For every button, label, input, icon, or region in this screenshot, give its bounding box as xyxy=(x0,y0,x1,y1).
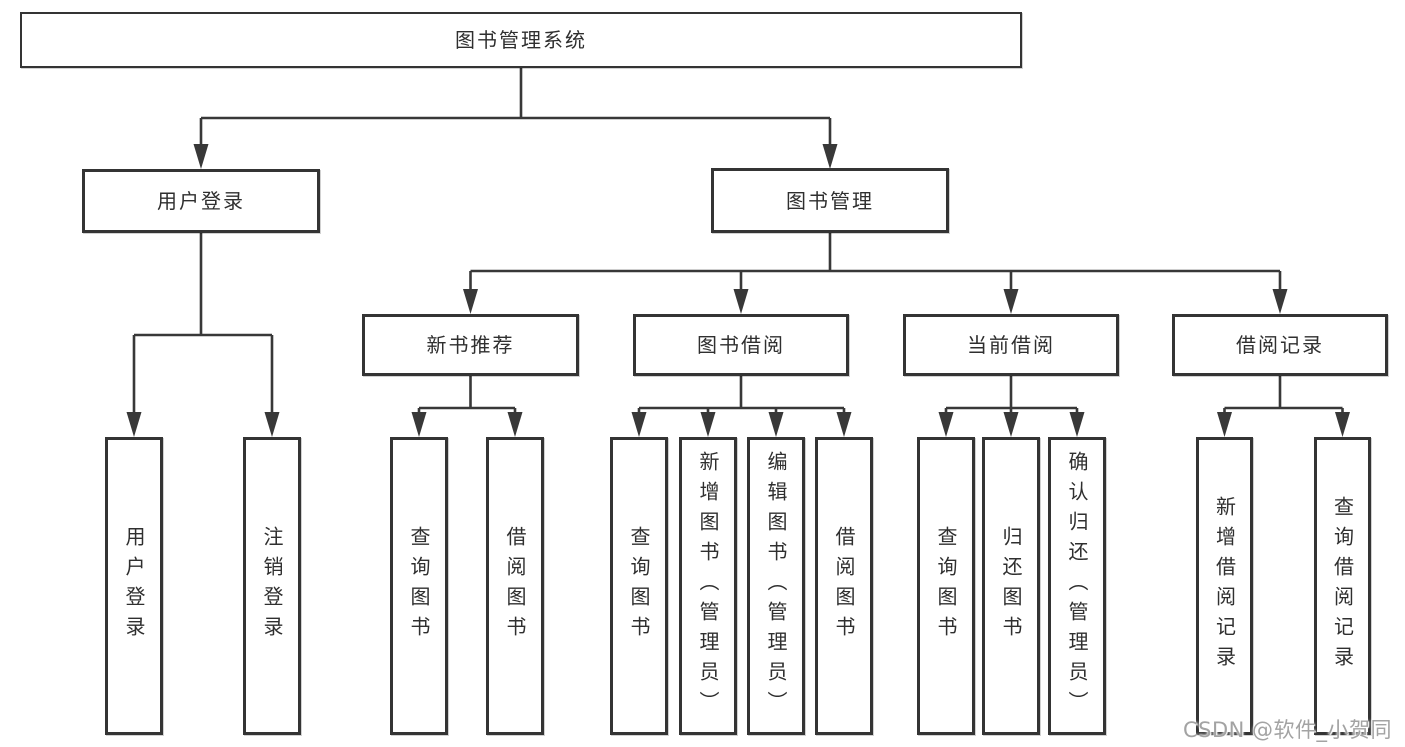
connector-book-borrow-to-leaves xyxy=(637,376,846,413)
node-label: 确认归还（管理员） xyxy=(1065,451,1089,721)
node-leaf-return-book: 归还图书 xyxy=(982,437,1040,735)
node-label: 当前借阅 xyxy=(967,333,1055,357)
node-label: 编辑图书（管理员） xyxy=(764,451,788,721)
node-leaf-borrow-book: 借阅图书 xyxy=(815,437,873,735)
node-label: 图书借阅 xyxy=(697,333,785,357)
node-leaf-edit-book-admin: 编辑图书（管理员） xyxy=(747,437,805,735)
node-label: 用户登录 xyxy=(157,189,245,213)
csdn-watermark: CSDN @软件_小贺同学 xyxy=(1183,718,1393,742)
arrowheads xyxy=(126,144,1350,437)
node-label: 借阅图书 xyxy=(503,526,527,646)
node-label: 图书管理系统 xyxy=(455,28,587,52)
node-label: 借阅图书 xyxy=(832,526,856,646)
node-book-borrow: 图书借阅 xyxy=(633,314,849,376)
node-leaf-confirm-return-admin: 确认归还（管理员） xyxy=(1048,437,1106,735)
node-label: 新书推荐 xyxy=(426,333,515,357)
node-label: 查询借阅记录 xyxy=(1330,496,1355,676)
node-label: 用户登录 xyxy=(122,526,146,646)
node-user-login: 用户登录 xyxy=(82,169,320,233)
node-leaf-borrow-book-recommend: 借阅图书 xyxy=(486,437,544,735)
connector-borrow-record-to-leaves xyxy=(1223,376,1344,413)
node-root-system: 图书管理系统 xyxy=(20,12,1022,68)
node-label: 查询图书 xyxy=(934,526,958,646)
node-label: 注销登录 xyxy=(260,526,284,646)
node-current-borrow: 当前借阅 xyxy=(903,314,1119,376)
node-leaf-query-borrow-record: 查询借阅记录 xyxy=(1314,437,1371,735)
node-label: 新增图书（管理员） xyxy=(696,451,720,721)
node-new-book-recommend: 新书推荐 xyxy=(362,314,579,376)
node-leaf-query-book-current: 查询图书 xyxy=(917,437,975,735)
node-leaf-user-login: 用户登录 xyxy=(105,437,163,735)
node-leaf-logout: 注销登录 xyxy=(243,437,301,735)
node-label: 查询图书 xyxy=(627,526,651,646)
node-leaf-add-book-admin: 新增图书（管理员） xyxy=(679,437,737,735)
node-leaf-query-book-recommend: 查询图书 xyxy=(390,437,448,735)
node-label: 归还图书 xyxy=(999,526,1023,646)
connector-user-login-to-leaves xyxy=(132,233,274,414)
node-label: 图书管理 xyxy=(786,188,874,213)
node-label: 查询图书 xyxy=(407,526,431,646)
connector-book-mgmt-to-level3 xyxy=(469,233,1282,291)
connector-new-book-rec-to-leaves xyxy=(417,376,517,413)
connector-current-borrow-to-leaves xyxy=(944,376,1079,413)
node-book-management: 图书管理 xyxy=(711,168,949,233)
node-borrow-record: 借阅记录 xyxy=(1172,314,1388,376)
connector-root-to-level2 xyxy=(199,68,832,146)
node-leaf-query-book-borrow: 查询图书 xyxy=(610,437,668,735)
node-label: 借阅记录 xyxy=(1236,333,1324,357)
node-label: 新增借阅记录 xyxy=(1212,496,1237,676)
node-leaf-add-borrow-record: 新增借阅记录 xyxy=(1196,437,1253,735)
